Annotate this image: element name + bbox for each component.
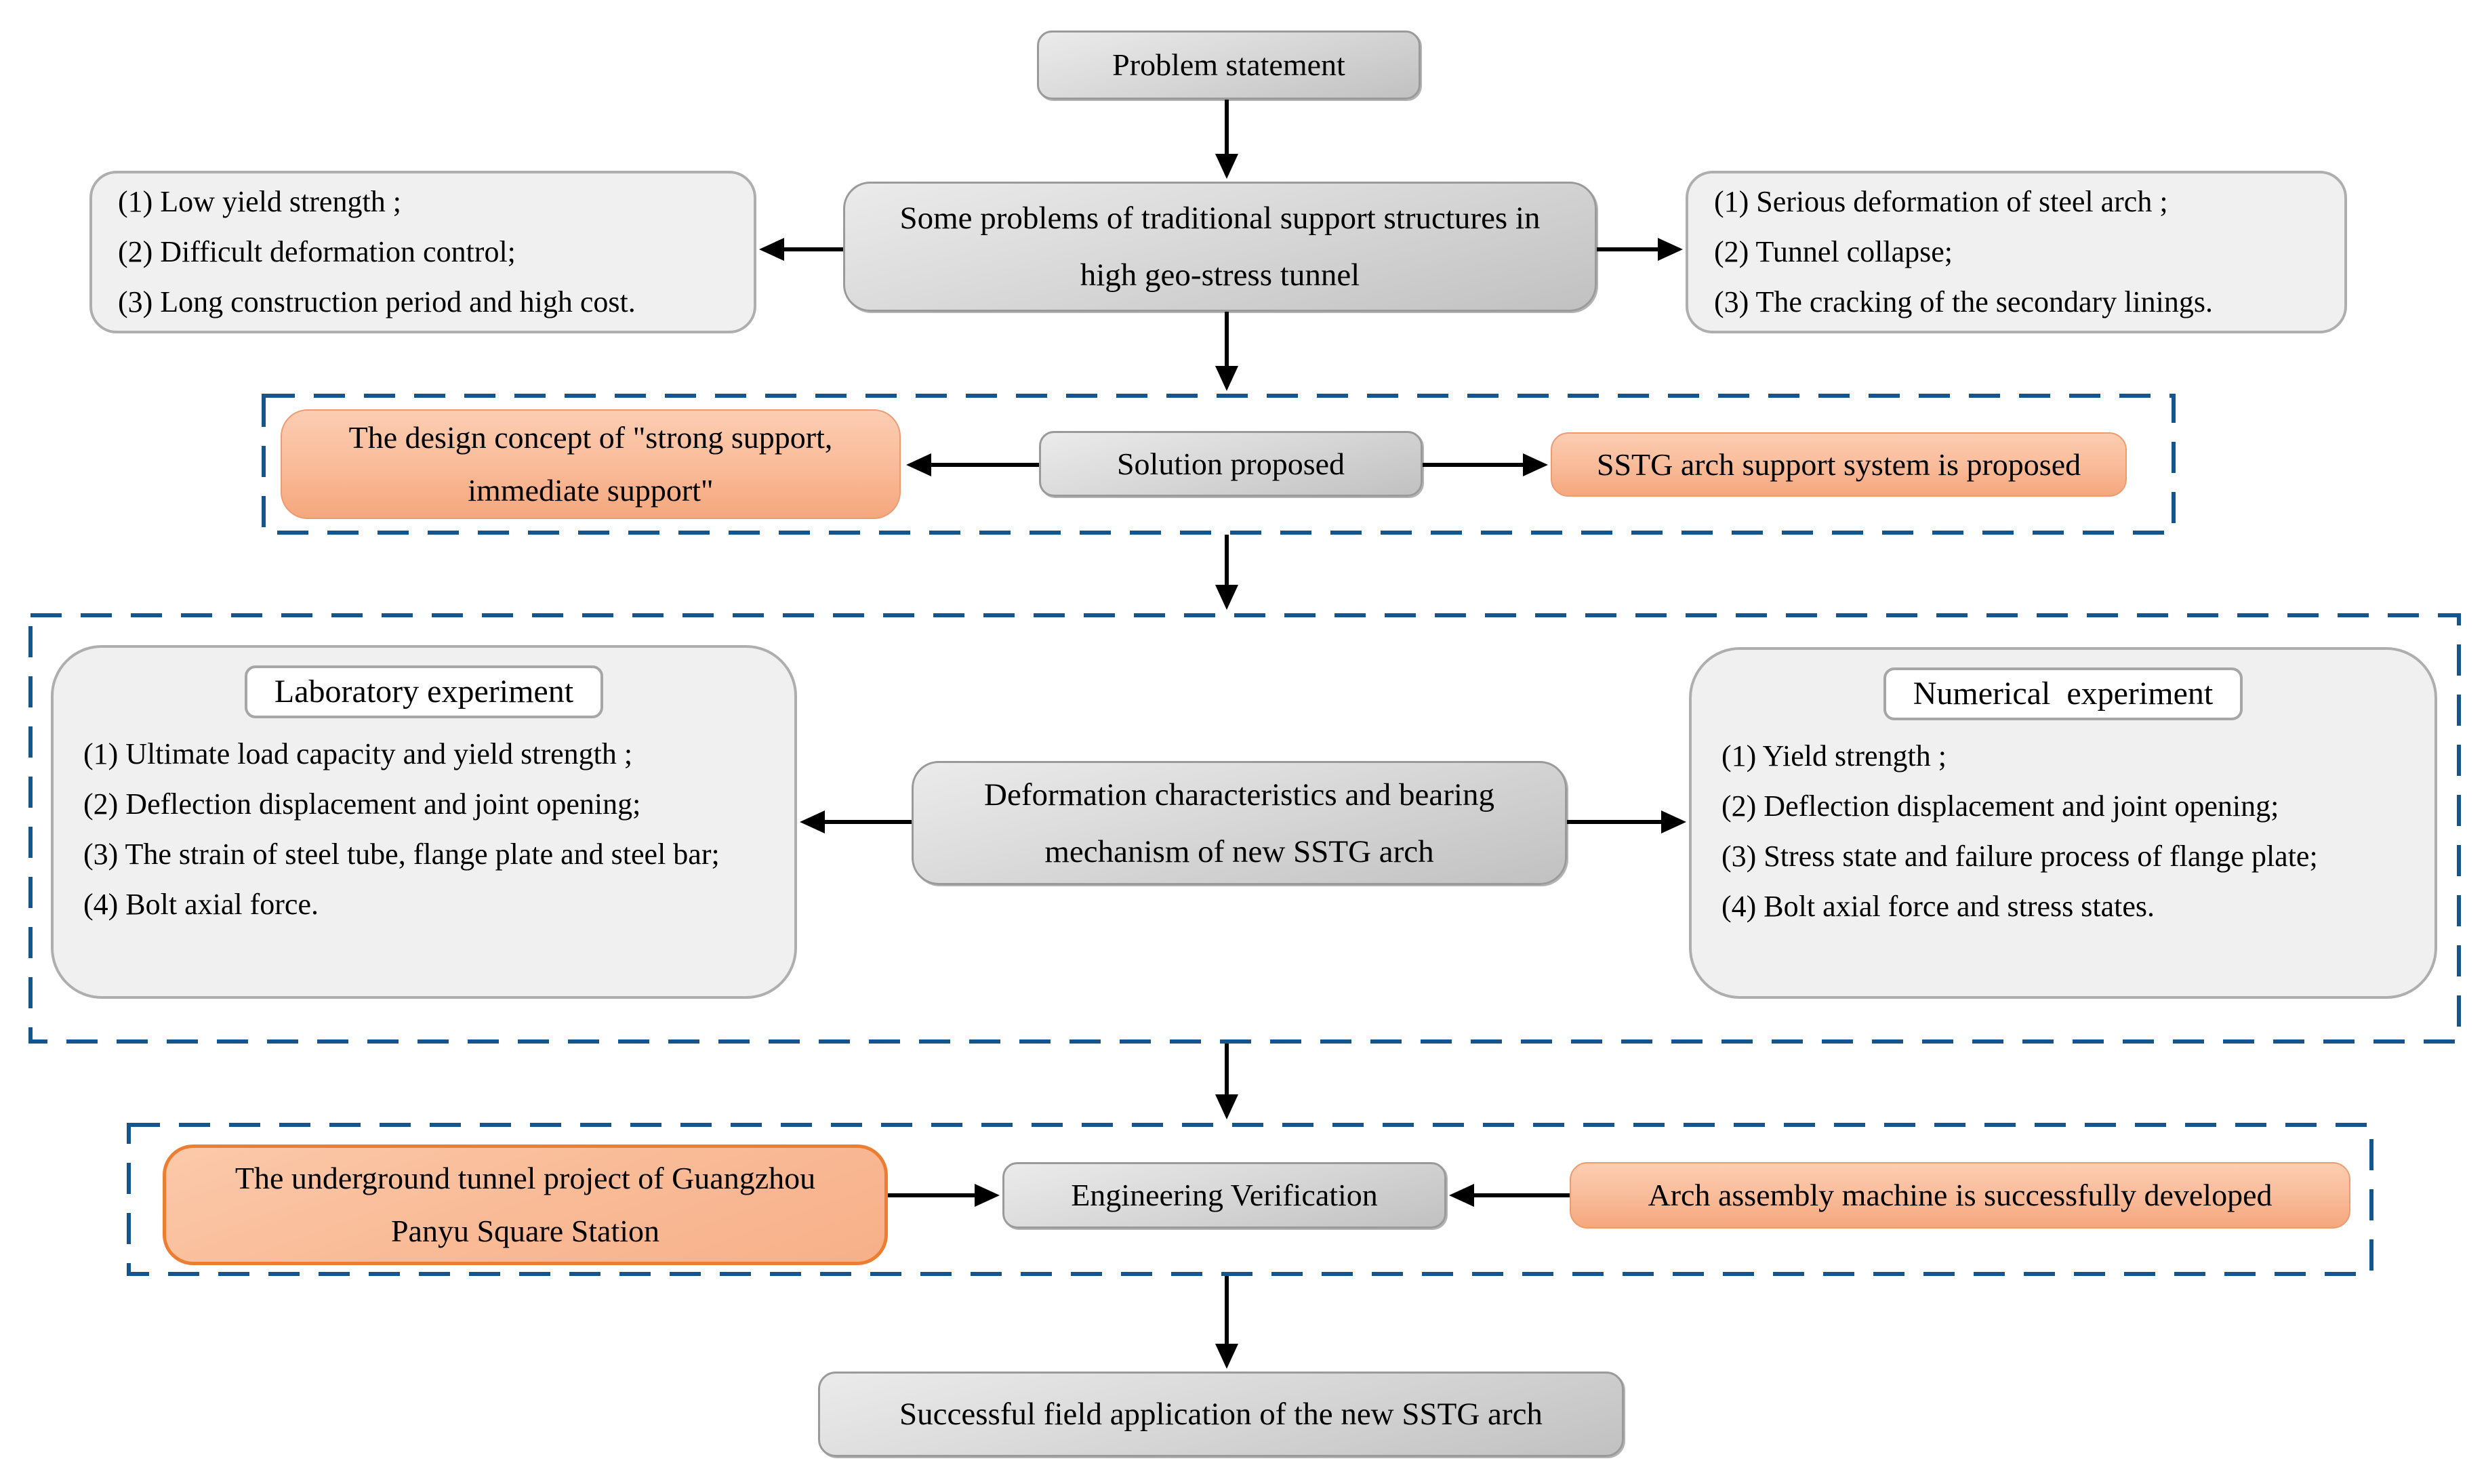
verification-section-frame [127,1123,2373,1276]
deformation-mechanism-box: Deformation characteristics and bearing … [912,761,1567,885]
right-problem-item: (1) Serious deformation of steel arch ; [1714,185,2168,218]
traditional-problems-box: Some problems of traditional support str… [843,182,1597,312]
arrow-shaft [1225,312,1229,371]
arrow-head [1661,810,1686,833]
arrow-head [1449,1184,1474,1207]
arrow-machine-to-engineering [1449,1183,1570,1208]
arrow-solution-to-design-concept [906,453,1039,477]
arrow-head [975,1184,1000,1207]
lab-item: (1) Ultimate load capacity and yield str… [83,737,633,770]
laboratory-experiment-title: Laboratory experiment [244,665,604,718]
arrow-shaft [1469,1193,1570,1197]
right-problem-item: (3) The cracking of the secondary lining… [1714,285,2213,318]
right-problem-item: (2) Tunnel collapse; [1714,235,1953,268]
arrow-shaft [779,247,843,251]
arrow-problem-to-traditional [1215,100,1239,179]
arrow-deformation-to-laboratory [800,810,912,834]
lab-item: (2) Deflection displacement and joint op… [83,787,641,821]
arrow-shaft [1225,535,1229,590]
left-problem-item: (2) Difficult deformation control; [118,235,516,268]
arrow-traditional-to-solution-section [1215,312,1239,391]
arrow-tunnel-to-engineering [888,1183,1000,1208]
arrow-verification-to-final [1215,1276,1239,1369]
arrow-head [1215,154,1238,179]
arrow-deformation-to-numerical [1567,810,1686,834]
arrow-shaft [1225,1044,1229,1099]
arrow-traditional-to-right-problems [1597,237,1683,262]
arrow-experiments-to-verification-section [1215,1044,1239,1119]
sstg-proposed-box: SSTG arch support system is proposed [1551,432,2127,497]
arrow-shaft [1423,463,1528,467]
lab-item: (3) The strain of steel tube, flange pla… [83,838,720,871]
arrow-solution-to-experiments-section [1215,535,1239,610]
arrow-shaft [926,463,1039,467]
arrow-traditional-to-left-problems [759,237,843,262]
solution-section-frame [262,394,2176,535]
numerical-item: (2) Deflection displacement and joint op… [1721,789,2279,823]
arrow-head [800,810,825,833]
arch-machine-box: Arch assembly machine is successfully de… [1570,1162,2350,1229]
dashed-rect [28,613,2461,1044]
arrow-head [1658,238,1683,261]
right-problems-list: (1) Serious deformation of steel arch ; … [1688,173,2344,331]
right-problems-box: (1) Serious deformation of steel arch ; … [1686,171,2347,333]
arrow-shaft [1225,1276,1229,1348]
lab-item: (4) Bolt axial force. [83,888,319,921]
arrow-shaft [820,820,912,824]
arrow-shaft [1225,100,1229,159]
solution-proposed-box: Solution proposed [1039,431,1423,497]
arrow-head [759,238,784,261]
left-problem-item: (1) Low yield strength ; [118,185,401,218]
problem-statement-box: Problem statement [1037,30,1421,100]
arrow-head [1523,453,1548,476]
numerical-item: (4) Bolt axial force and stress states. [1721,890,2155,923]
laboratory-experiment-box: Laboratory experiment (1) Ultimate load … [51,645,797,999]
dashed-rect [262,394,2176,535]
numerical-experiment-title: Numerical experiment [1883,667,2243,720]
arrow-head [1215,366,1238,391]
final-application-box: Successful field application of the new … [818,1372,1624,1457]
tunnel-project-box: The underground tunnel project of Guangz… [163,1145,888,1265]
left-problems-list: (1) Low yield strength ; (2) Difficult d… [92,173,754,331]
experiments-section-frame [28,613,2461,1044]
dashed-rect [127,1123,2373,1276]
design-concept-box: The design concept of "strong support, i… [281,409,901,519]
arrow-head [906,453,931,476]
arrow-shaft [888,1193,979,1197]
numerical-experiment-box: Numerical experiment (1) Yield strength … [1689,647,2437,999]
arrow-shaft [1597,247,1663,251]
left-problem-item: (3) Long construction period and high co… [118,285,636,318]
arrow-shaft [1567,820,1666,824]
numerical-item: (1) Yield strength ; [1721,739,1947,772]
arrow-head [1215,585,1238,610]
arrow-head [1215,1344,1238,1369]
left-problems-box: (1) Low yield strength ; (2) Difficult d… [89,171,756,333]
arrow-solution-to-sstg [1423,453,1548,477]
engineering-verification-box: Engineering Verification [1002,1162,1446,1229]
arrow-head [1215,1094,1238,1119]
numerical-item: (3) Stress state and failure process of … [1721,840,2318,873]
